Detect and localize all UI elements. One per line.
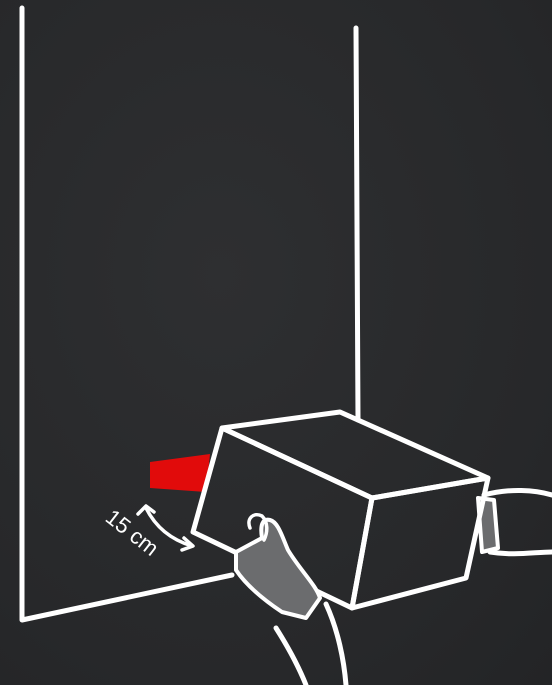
laser-beam	[150, 454, 210, 492]
left-arm	[276, 604, 346, 685]
box-side-face	[352, 478, 488, 608]
wall-right-edge	[356, 28, 358, 420]
left-hand	[236, 520, 320, 618]
